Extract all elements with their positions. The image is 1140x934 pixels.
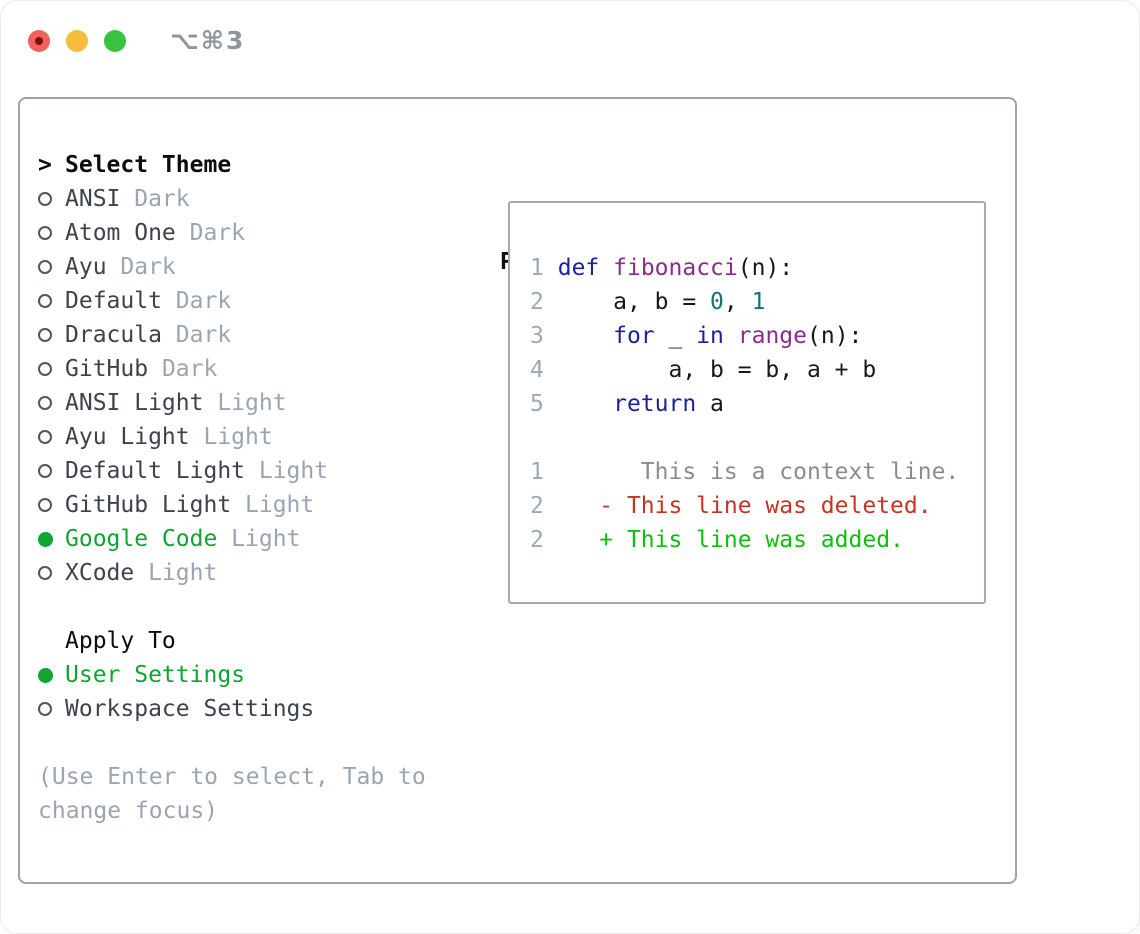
radio-icon xyxy=(38,226,65,240)
apply-option-label: User Settings xyxy=(65,662,246,688)
preview-line: 2 a, b = 0, 1 xyxy=(530,289,766,315)
theme-variant: Dark xyxy=(148,356,218,382)
spacer-row xyxy=(38,726,426,760)
theme-name: Ayu Light xyxy=(65,424,190,450)
radio-icon xyxy=(38,260,65,274)
theme-option[interactable]: ANSI Dark xyxy=(38,182,426,216)
titlebar: ⌥⌘3 xyxy=(28,26,245,55)
preview-pane: 1 def fibonacci(n): 2 a, b = 0, 1 3 for _ … xyxy=(508,201,986,604)
minimize-button[interactable] xyxy=(66,29,88,52)
preview-line: 4 a, b = b, a + b xyxy=(530,357,877,383)
line-number: 4 xyxy=(530,357,544,383)
hint-lines: (Use Enter to select, Tab to change focus… xyxy=(38,760,426,828)
theme-name: Dracula xyxy=(65,322,162,348)
theme-name: GitHub Light xyxy=(65,492,232,518)
radio-icon xyxy=(38,328,65,342)
theme-variant: Light xyxy=(231,492,315,518)
theme-name: Atom One xyxy=(65,220,176,246)
theme-option[interactable]: Ayu Light Light xyxy=(38,420,426,454)
line-number: 1 xyxy=(530,459,544,485)
apply-to-heading: Apply To xyxy=(65,628,176,654)
radio-icon xyxy=(38,464,65,478)
theme-variant: Dark xyxy=(161,322,232,348)
theme-variant: Dark xyxy=(161,288,232,314)
prompt-caret: > xyxy=(38,152,52,178)
line-number: 3 xyxy=(530,323,544,349)
theme-variant: Light xyxy=(203,390,287,416)
radio-icon xyxy=(38,498,65,512)
zoom-button[interactable] xyxy=(104,29,126,52)
preview-line: 1 This is a context line. xyxy=(530,459,960,485)
theme-variant: Light xyxy=(245,458,329,484)
preview-line: 2 + This line was added. xyxy=(530,527,904,553)
theme-name: ANSI Light xyxy=(65,390,204,416)
theme-variant: Light xyxy=(217,526,301,552)
theme-name: GitHub xyxy=(65,356,149,382)
radio-icon xyxy=(38,294,65,308)
radio-selected-icon xyxy=(38,531,65,547)
theme-option[interactable]: GitHub Light Light xyxy=(38,488,426,522)
theme-option[interactable]: ANSI Light Light xyxy=(38,386,426,420)
theme-name: XCode xyxy=(65,560,135,586)
line-number: 1 xyxy=(530,255,544,281)
theme-option[interactable]: Google Code Light xyxy=(38,522,426,556)
theme-variant: Light xyxy=(189,424,273,450)
line-number: 2 xyxy=(530,527,544,553)
theme-option[interactable]: XCode Light xyxy=(38,556,426,590)
preview-line: 3 for _ in range(n): xyxy=(530,323,863,349)
theme-variant: Dark xyxy=(175,220,246,246)
radio-icon xyxy=(38,702,65,716)
radio-icon xyxy=(38,362,65,376)
spacer-row xyxy=(38,590,426,624)
theme-option[interactable]: Default Dark xyxy=(38,284,426,318)
theme-variant: Dark xyxy=(106,254,176,280)
apply-option-label: Workspace Settings xyxy=(65,696,315,722)
theme-option[interactable]: Default Light Light xyxy=(38,454,426,488)
apply-option[interactable]: Workspace Settings xyxy=(38,692,426,726)
theme-name: Default xyxy=(65,288,162,314)
theme-name: Google Code xyxy=(65,526,218,552)
theme-option[interactable]: Dracula Dark xyxy=(38,318,426,352)
theme-variant: Dark xyxy=(120,186,190,212)
preview-line: 2 - This line was deleted. xyxy=(530,493,932,519)
theme-option[interactable]: Atom One Dark xyxy=(38,216,426,250)
select-theme-heading: Select Theme xyxy=(65,152,232,178)
preview-line: 5 return a xyxy=(530,391,724,417)
hint-text: (Use Enter to select, Tab to xyxy=(38,764,426,790)
line-number: 2 xyxy=(530,493,544,519)
theme-variant: Light xyxy=(134,560,218,586)
preview-line: 1 def fibonacci(n): xyxy=(530,255,794,281)
radio-selected-icon xyxy=(38,667,65,683)
line-number: 5 xyxy=(530,391,544,417)
line-number: 2 xyxy=(530,289,544,315)
close-dot-icon xyxy=(35,36,43,45)
radio-icon xyxy=(38,566,65,580)
theme-option[interactable]: GitHub Dark xyxy=(38,352,426,386)
window-title: ⌥⌘3 xyxy=(170,26,246,55)
theme-name: Default Light xyxy=(65,458,246,484)
blank-line xyxy=(530,421,984,455)
hint-text: change focus) xyxy=(38,798,219,824)
apply-option[interactable]: User Settings xyxy=(38,658,426,692)
apply-to-heading-row: Apply To xyxy=(38,624,426,658)
close-button[interactable] xyxy=(28,29,50,52)
radio-icon xyxy=(38,396,65,410)
select-theme-heading-row: > Select Theme xyxy=(38,148,426,182)
theme-name: ANSI xyxy=(65,186,121,212)
theme-option[interactable]: Ayu Dark xyxy=(38,250,426,284)
radio-icon xyxy=(38,192,65,206)
theme-name: Ayu xyxy=(65,254,107,280)
radio-icon xyxy=(38,430,65,444)
